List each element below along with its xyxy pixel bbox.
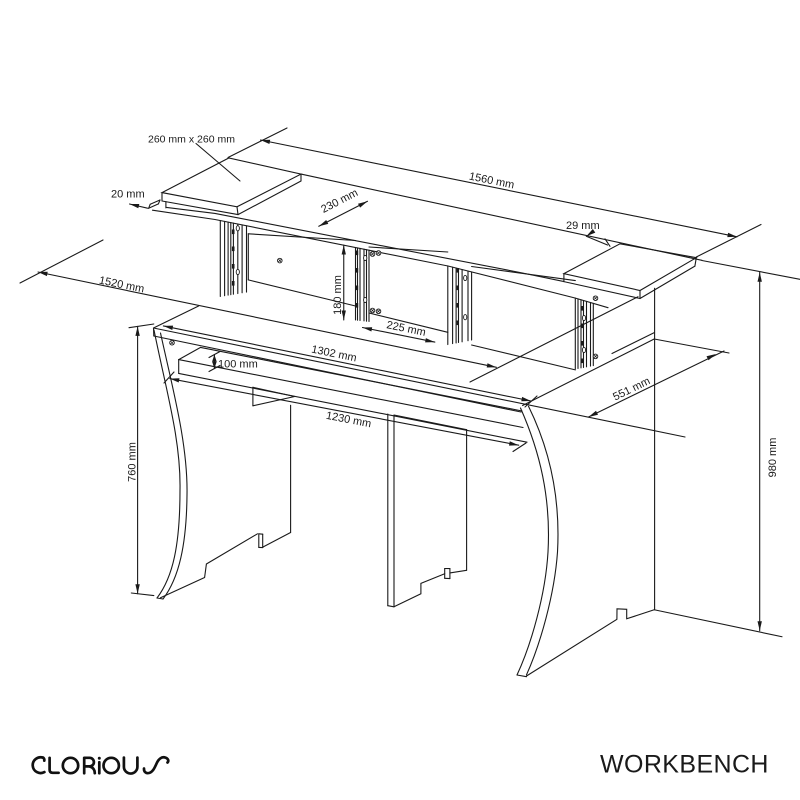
svg-text:100 mm: 100 mm <box>218 359 258 371</box>
svg-text:1520 mm: 1520 mm <box>98 275 145 296</box>
svg-text:29 mm: 29 mm <box>566 220 600 232</box>
svg-text:WORKBENCH: WORKBENCH <box>600 751 769 779</box>
svg-text:180 mm: 180 mm <box>332 275 344 315</box>
svg-text:230 mm: 230 mm <box>319 187 360 216</box>
svg-text:1560 mm: 1560 mm <box>468 171 515 192</box>
svg-text:260 mm x 260 mm: 260 mm x 260 mm <box>148 134 235 146</box>
svg-text:760 mm: 760 mm <box>127 442 139 482</box>
svg-text:980 mm: 980 mm <box>767 438 779 478</box>
svg-text:20 mm: 20 mm <box>111 189 145 201</box>
